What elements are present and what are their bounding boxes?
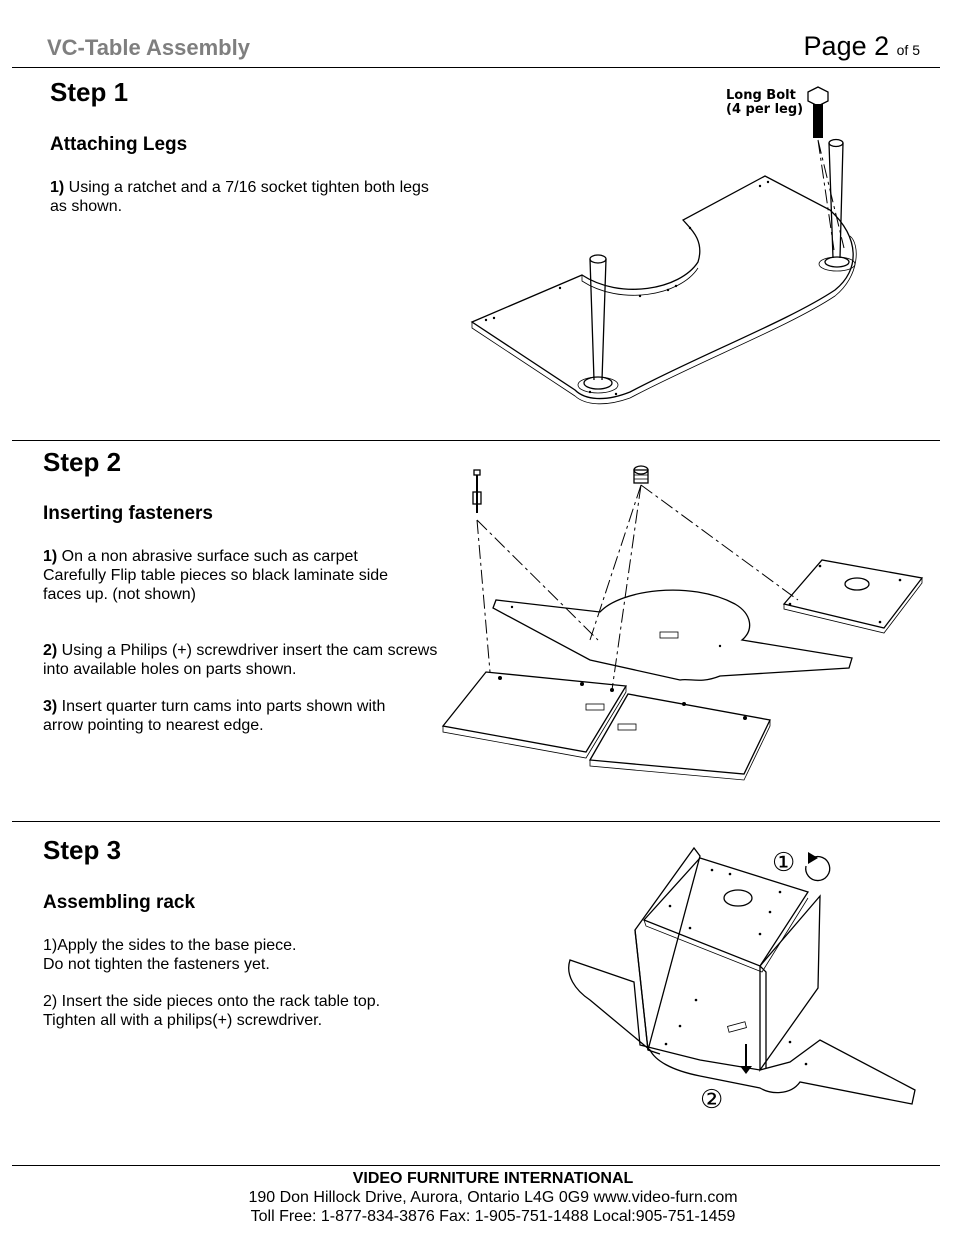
step3-subheading: Assembling rack bbox=[43, 892, 196, 913]
step3-item2-line2: Tighten all with a philips(+) screwdrive… bbox=[43, 1012, 323, 1029]
step3-heading: Step 3 bbox=[43, 835, 122, 865]
step2-instruction-1: 1) On a non abrasive surface such as car… bbox=[43, 547, 423, 604]
footer-divider bbox=[12, 1165, 940, 1166]
step1-divider bbox=[12, 440, 940, 441]
step2-instruction-2: 2) Using a Philips (+) screwdriver inser… bbox=[43, 641, 453, 679]
quarter-turn-cam-icon bbox=[633, 465, 649, 484]
step1-diagram bbox=[470, 86, 857, 405]
footer-company: VIDEO FURNITURE INTERNATIONAL bbox=[352, 1170, 634, 1187]
step2-item2-text: Using a Philips (+) screwdriver insert t… bbox=[43, 642, 438, 678]
step2-heading: Step 2 bbox=[43, 447, 122, 477]
step-marker-1: ① bbox=[772, 848, 796, 878]
header-divider bbox=[12, 67, 940, 68]
cam-screw-icon bbox=[472, 469, 482, 513]
footer-phones: Toll Free: 1-877-834-3876 Fax: 1-905-751… bbox=[250, 1208, 736, 1225]
step2-divider bbox=[12, 821, 940, 822]
step3-instruction-1: 1)Apply the sides to the base piece. Do … bbox=[43, 936, 463, 974]
step1-heading: Step 1 bbox=[50, 77, 129, 107]
rack-top-piece-assembled bbox=[642, 857, 810, 967]
page-number: Page 2 of 5 bbox=[804, 31, 920, 62]
callout-line-2: (4 per leg) bbox=[726, 102, 804, 117]
step2-item2-number: 2) bbox=[43, 642, 58, 659]
page-total: of 5 bbox=[896, 42, 920, 58]
step2-item3-number: 3) bbox=[43, 698, 58, 715]
step2-subheading: Inserting fasteners bbox=[43, 503, 213, 524]
step2-item3-text: Insert quarter turn cams into parts show… bbox=[43, 698, 386, 734]
step1-subheading: Attaching Legs bbox=[50, 134, 188, 155]
leg-1 bbox=[577, 254, 619, 394]
footer-address: 190 Don Hillock Drive, Aurora, Ontario L… bbox=[248, 1189, 738, 1206]
step2-item1-text: On a non abrasive surface such as carpet… bbox=[43, 548, 389, 603]
step3-item2-line1: 2) Insert the side pieces onto the rack … bbox=[43, 993, 381, 1010]
callout-line-1: Long Bolt bbox=[726, 88, 796, 103]
long-table-top bbox=[492, 589, 853, 681]
step1-item1-text: Using a ratchet and a 7/16 socket tighte… bbox=[50, 179, 429, 215]
step1-instruction-1: 1) Using a ratchet and a 7/16 socket tig… bbox=[50, 178, 430, 216]
long-bolt-icon bbox=[807, 86, 829, 138]
long-bolt-callout: Long Bolt (4 per leg) bbox=[726, 89, 803, 117]
page-label: Page 2 bbox=[803, 31, 890, 61]
step3-diagram bbox=[568, 846, 916, 1105]
step2-item1-number: 1) bbox=[43, 548, 58, 565]
step2-diagram bbox=[441, 465, 924, 781]
rack-base-piece bbox=[568, 959, 916, 1105]
right-side-panel bbox=[759, 894, 821, 1073]
leg-2 bbox=[818, 138, 856, 272]
step-marker-2: ② bbox=[700, 1085, 724, 1115]
step3-instruction-2: 2) Insert the side pieces onto the rack … bbox=[43, 992, 463, 1030]
step1-item1-number: 1) bbox=[50, 179, 65, 196]
document-title: VC-Table Assembly bbox=[47, 35, 250, 60]
rotate-clockwise-icon bbox=[805, 852, 831, 882]
table-top-edge bbox=[471, 235, 857, 405]
footer: VIDEO FURNITURE INTERNATIONAL 190 Don Hi… bbox=[0, 1169, 954, 1226]
step3-item1-line1: 1)Apply the sides to the base piece. bbox=[43, 937, 297, 954]
step3-item1-line2: Do not tighten the fasteners yet. bbox=[43, 956, 270, 973]
step2-instruction-3: 3) Insert quarter turn cams into parts s… bbox=[43, 697, 423, 735]
